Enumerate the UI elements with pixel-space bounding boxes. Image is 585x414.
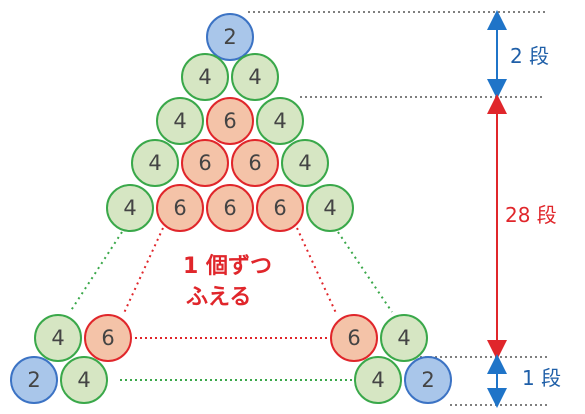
ball-bottom-right-row2-1 (404, 356, 452, 404)
left-green-dotted (69, 231, 123, 313)
ball-bottom-left-row1-0 (34, 314, 82, 362)
note-line-1: 1 個ずつ (183, 254, 272, 279)
ball-label-bottom-right-row2-0: 4 (371, 368, 384, 392)
ball-row5-3 (256, 184, 304, 232)
ball-bottom-right-row1-1 (380, 314, 428, 362)
top-tier-label: 2 段 (510, 44, 549, 68)
ball-label-row3-0: 4 (173, 109, 186, 133)
ball-row5-4 (306, 184, 354, 232)
ball-row4-2 (231, 139, 279, 187)
ball-bottom-right-row1-0 (330, 314, 378, 362)
ball-label-row5-1: 6 (173, 196, 186, 220)
ball-label-row5-2: 6 (223, 196, 236, 220)
ball-row2-1 (231, 53, 279, 101)
ball-bottom-left-row2-0 (10, 356, 58, 404)
ball-row4-3 (281, 139, 329, 187)
ball-label-row5-3: 6 (273, 196, 286, 220)
left-red-dotted (123, 227, 164, 314)
ball-label-row4-1: 6 (198, 151, 211, 175)
note-line-2: ふえる (186, 285, 251, 310)
ball-label-bottom-left-row2-0: 2 (27, 368, 40, 392)
right-red-dotted (296, 227, 337, 314)
ball-label-row4-0: 4 (148, 151, 161, 175)
ball-bottom-left-row2-1 (60, 356, 108, 404)
ball-row5-1 (156, 184, 204, 232)
ball-label-bottom-right-row2-1: 2 (421, 368, 434, 392)
ball-label-bottom-left-row2-1: 4 (77, 368, 90, 392)
ball-bottom-left-row1-1 (84, 314, 132, 362)
ball-label-row2-1: 4 (248, 65, 261, 89)
middle-tier-label: 28 段 (505, 203, 557, 227)
ball-row5-2 (206, 184, 254, 232)
ball-label-top-0: 2 (223, 25, 236, 49)
connector-lines (69, 227, 393, 381)
ball-label-row3-1: 6 (223, 109, 236, 133)
ball-row2-0 (181, 53, 229, 101)
ball-row4-1 (181, 139, 229, 187)
bottom-tier-label: 1 段 (522, 366, 561, 390)
ball-label-row3-2: 4 (273, 109, 286, 133)
ball-row3-0 (156, 97, 204, 145)
ball-label-row5-4: 4 (323, 196, 336, 220)
ball-label-bottom-right-row1-0: 6 (347, 326, 360, 350)
ball-label-row5-0: 4 (123, 196, 136, 220)
ball-label-row4-2: 6 (248, 151, 261, 175)
ball-row4-0 (131, 139, 179, 187)
ball-top-0 (206, 13, 254, 61)
ball-bottom-right-row2-0 (354, 356, 402, 404)
ball-row3-1 (206, 97, 254, 145)
ball-label-row4-3: 4 (298, 151, 311, 175)
ball-label-bottom-left-row1-1: 6 (101, 326, 114, 350)
ball-row5-0 (106, 184, 154, 232)
ball-label-bottom-left-row1-0: 4 (51, 326, 64, 350)
right-green-dotted (337, 231, 393, 313)
ball-row3-2 (256, 97, 304, 145)
ball-label-bottom-right-row1-1: 4 (397, 326, 410, 350)
ball-label-row2-0: 4 (198, 65, 211, 89)
